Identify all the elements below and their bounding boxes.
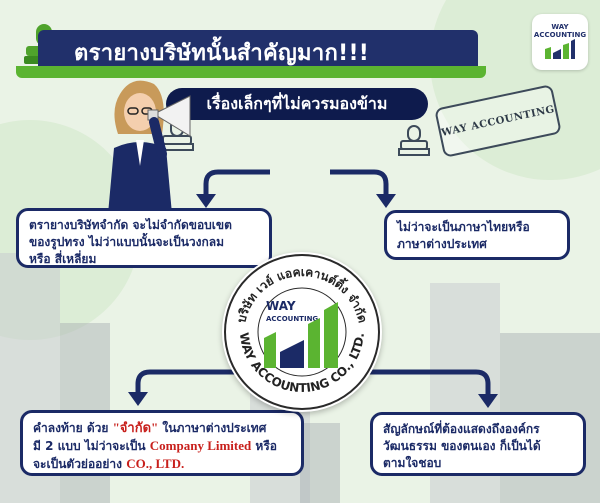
small-stamp-icon (398, 125, 430, 156)
page-title: ตรายางบริษัทนั้นสำคัญมาก!!! (74, 40, 370, 66)
woman-megaphone-illustration (108, 80, 191, 214)
box3-line3: จะเป็นตัวย่ออย่าง CO., LTD. (33, 456, 185, 471)
box1-line2: ของรูปทรง ไม่ว่าแบบนั้นจะเป็นวงกลม (29, 235, 225, 249)
seal-ring: บริษัท เวย์ แอคเคานต์ติ้ง จำกัด WAY ACCO… (224, 254, 380, 410)
logo-bars-icon (545, 39, 575, 59)
box3-line1: คำลงท้าย ด้วย "จำกัด" ในภาษาต่างประเทศ (33, 420, 267, 435)
logo-line1: WAY (551, 23, 569, 31)
box2-line2: ภาษาต่างประเทศ (397, 237, 487, 251)
company-seal: บริษัท เวย์ แอคเคานต์ติ้ง จำกัด WAY ACCO… (222, 252, 382, 412)
info-box-symbol: สัญลักษณ์ที่ต้องแสดงถึงองค์กร วัฒนธรรม ข… (370, 412, 586, 476)
box2-line1: ไม่ว่าจะเป็นภาษาไทยหรือ (397, 220, 530, 234)
bg-building (300, 423, 340, 503)
box1-line1: ตรายางบริษัทจำกัด จะไม่จำกัดขอบเขต (29, 218, 232, 232)
brand-logo: WAY ACCOUNTING (532, 14, 588, 70)
svg-text:ACCOUNTING: ACCOUNTING (266, 315, 318, 323)
info-box-shape: ตรายางบริษัทจำกัด จะไม่จำกัดขอบเขต ของรู… (16, 208, 272, 268)
box4-line1: สัญลักษณ์ที่ต้องแสดงถึงองค์กร (383, 422, 540, 436)
info-box-suffix: คำลงท้าย ด้วย "จำกัด" ในภาษาต่างประเทศ ม… (20, 410, 304, 476)
subtitle-banner: เรื่องเล็กๆที่ไม่ควรมองข้าม (166, 88, 428, 120)
box4-line2: วัฒนธรรม ของตนเอง ก็เป็นได้ (383, 439, 541, 453)
logo-line2: ACCOUNTING (533, 31, 587, 39)
page-subtitle: เรื่องเล็กๆที่ไม่ควรมองข้าม (206, 93, 388, 113)
seal-logo: WAY ACCOUNTING (264, 299, 338, 368)
box1-line3: หรือ สี่เหลี่ยม (29, 252, 97, 266)
box4-line3: ตามใจชอบ (383, 456, 442, 470)
box3-line2: มี 2 แบบ ไม่ว่าจะเป็น Company Limited หร… (33, 438, 277, 453)
svg-text:WAY: WAY (266, 299, 296, 313)
info-box-language: ไม่ว่าจะเป็นภาษาไทยหรือ ภาษาต่างประเทศ (384, 210, 570, 260)
title-underline (16, 66, 486, 78)
